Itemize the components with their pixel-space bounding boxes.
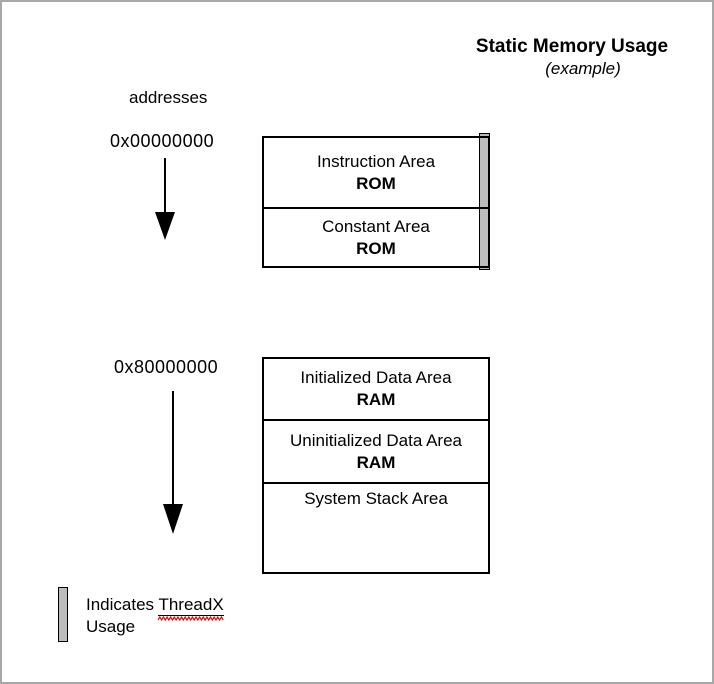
address-direction-arrow-1 xyxy=(155,158,175,240)
memory-section-name: Uninitialized Data Area xyxy=(290,430,462,450)
memory-section-type: ROM xyxy=(356,173,396,193)
memory-section-type: RAM xyxy=(356,452,396,472)
arrow-shaft xyxy=(164,158,166,212)
diagram-subtitle: (example) xyxy=(545,59,621,78)
memory-section-system-stack-area: System Stack Area xyxy=(264,482,488,572)
memory-section-name: Constant Area xyxy=(322,216,430,236)
arrow-down-icon xyxy=(163,504,183,534)
arrow-shaft xyxy=(172,391,174,504)
ram-memory-group: Initialized Data Area RAM Uninitialized … xyxy=(262,357,490,574)
memory-section-name: Instruction Area xyxy=(316,151,436,171)
memory-section-constant-area: Constant Area ROM xyxy=(264,207,488,266)
arrow-down-icon xyxy=(155,212,175,240)
address-mid-label: 0x80000000 xyxy=(114,357,219,377)
legend-usage-label: Usage xyxy=(86,617,136,636)
memory-section-type: ROM xyxy=(356,238,396,258)
spellcheck-squiggle-icon xyxy=(158,615,225,622)
addresses-axis-label: addresses xyxy=(129,88,208,107)
rom-memory-group: Instruction Area ROM Constant Area ROM xyxy=(262,136,490,268)
memory-section-name: System Stack Area xyxy=(304,489,448,508)
legend-threadx-term: ThreadX xyxy=(158,595,225,622)
address-start-label: 0x00000000 xyxy=(110,131,215,151)
legend-text: Indicates ThreadX Usage xyxy=(86,594,225,638)
memory-section-uninitialized-data-area: Uninitialized Data Area RAM xyxy=(264,419,488,482)
memory-section-instruction-area: Instruction Area ROM xyxy=(264,138,488,207)
diagram-title: Static Memory Usage xyxy=(475,36,669,57)
memory-section-type: RAM xyxy=(356,390,396,409)
legend-threadx-strip xyxy=(58,587,68,642)
title-block: Static Memory Usage (example) xyxy=(452,35,692,80)
legend-prefix: Indicates xyxy=(86,595,159,614)
memory-section-name: Initialized Data Area xyxy=(300,368,452,387)
memory-section-initialized-data-area: Initialized Data Area RAM xyxy=(264,359,488,419)
legend-threadx-label: ThreadX xyxy=(158,595,224,614)
address-direction-arrow-2 xyxy=(163,391,183,534)
